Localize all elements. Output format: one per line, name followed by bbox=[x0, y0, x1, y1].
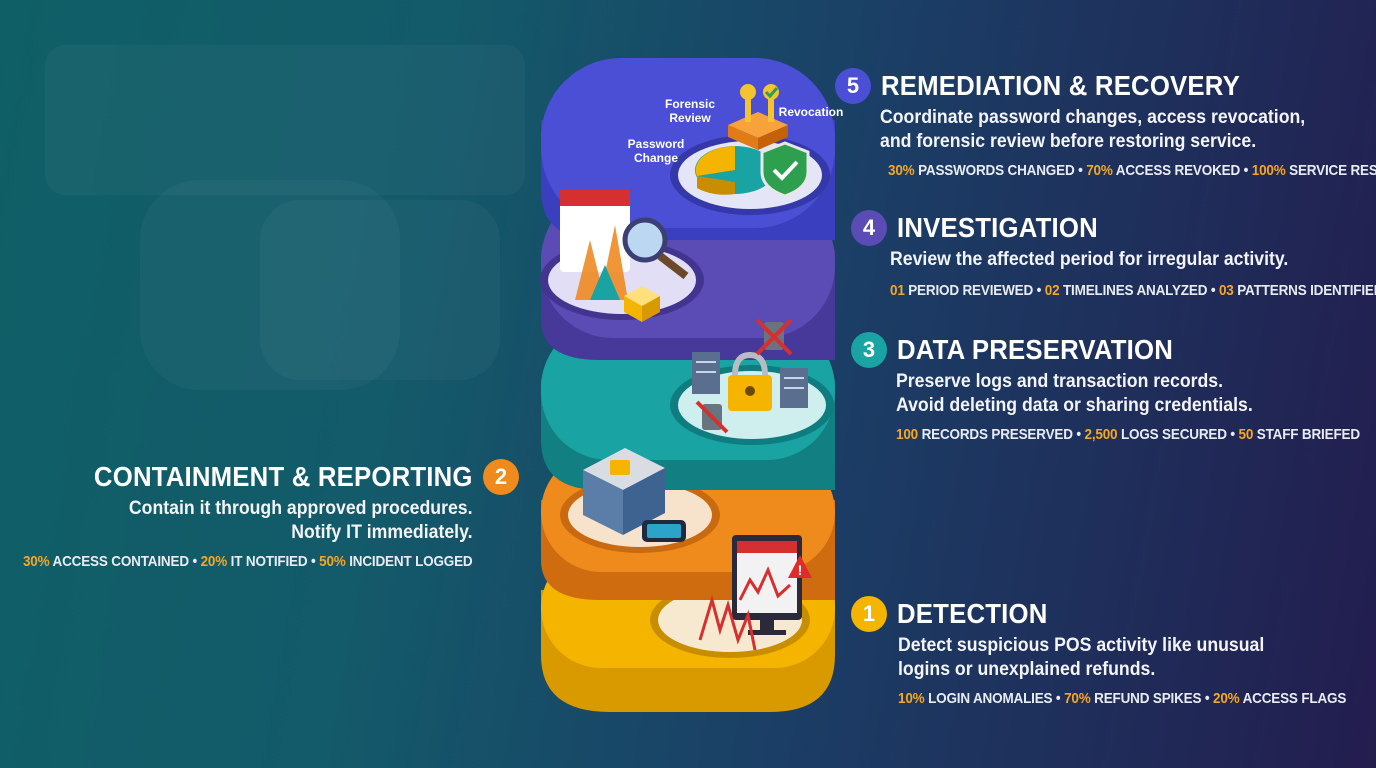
stat-value: 70% bbox=[1064, 690, 1091, 707]
step-description-line: Coordinate password changes, access revo… bbox=[880, 107, 1306, 128]
stat-separator: • bbox=[307, 553, 320, 570]
stat-value: 20% bbox=[201, 553, 228, 570]
stat-value: 30% bbox=[888, 162, 915, 179]
magnifier-icon bbox=[622, 217, 689, 280]
cube-icon bbox=[624, 286, 660, 322]
stat-separator: • bbox=[189, 553, 202, 570]
alert-monitor-icon: ! bbox=[698, 535, 812, 651]
step-description: Detect suspicious POS activity like unus… bbox=[898, 634, 1361, 682]
no-delete-trash-icon bbox=[695, 318, 793, 434]
step-data-preservation: 3 DATA PRESERVATION Preserve logs and tr… bbox=[851, 332, 1376, 443]
step-number-badge: 4 bbox=[851, 210, 887, 246]
step-description: Coordinate password changes, access revo… bbox=[880, 106, 1376, 154]
stat-label: STAFF BRIEFED bbox=[1253, 426, 1360, 443]
locked-server-icon bbox=[583, 448, 686, 542]
stat-label: REFUND SPIKES bbox=[1090, 690, 1202, 707]
stat-separator: • bbox=[1072, 426, 1085, 443]
step-description-line: Preserve logs and transaction records. bbox=[896, 371, 1224, 392]
stat-label: ACCESS REVOKED bbox=[1112, 162, 1241, 179]
padlock-icon bbox=[728, 351, 772, 411]
step-description: Contain it through approved procedures. … bbox=[8, 497, 473, 545]
stat-separator: • bbox=[1226, 426, 1239, 443]
step-description-line: Avoid deleting data or sharing credentia… bbox=[896, 395, 1253, 416]
stat-label: LOGIN ANOMALIES bbox=[924, 690, 1053, 707]
pie-chart-icon bbox=[695, 146, 775, 195]
stat-value: 10% bbox=[898, 690, 925, 707]
stat-value: 70% bbox=[1086, 162, 1113, 179]
step-containment: CONTAINMENT & REPORTING 2 Contain it thr… bbox=[0, 459, 519, 570]
step-description-line: Notify IT immediately. bbox=[291, 522, 473, 543]
step-stats: 01 PERIOD REVIEWED • 02 TIMELINES ANALYZ… bbox=[890, 282, 1376, 299]
stat-label: ACCESS CONTAINED bbox=[49, 553, 190, 570]
step-description-line: Contain it through approved procedures. bbox=[129, 498, 473, 519]
step-description-line: and forensic review before restoring ser… bbox=[880, 131, 1257, 152]
stat-separator: • bbox=[1240, 162, 1252, 179]
stat-label: PERIOD REVIEWED bbox=[904, 282, 1034, 299]
stat-label: PATTERNS IDENTIFIED bbox=[1233, 282, 1376, 299]
stat-value: 01 bbox=[890, 282, 905, 299]
stat-value: 100% bbox=[1251, 162, 1286, 179]
stat-value: 50 bbox=[1238, 426, 1254, 443]
step-title: CONTAINMENT & REPORTING bbox=[93, 461, 473, 492]
stat-separator: • bbox=[1201, 690, 1214, 707]
step-number-badge: 3 bbox=[851, 332, 887, 368]
step-stats: 30% ACCESS CONTAINED • 20% IT NOTIFIED •… bbox=[23, 553, 473, 570]
step-number-badge: 5 bbox=[835, 68, 871, 104]
stat-value: 50% bbox=[319, 553, 347, 570]
key-icon bbox=[740, 84, 779, 122]
step-title: INVESTIGATION bbox=[897, 212, 1099, 243]
stat-label: PASSWORDS CHANGED bbox=[914, 162, 1075, 179]
stat-value: 100 bbox=[896, 426, 918, 443]
step-description-line: Review the affected period for irregular… bbox=[890, 249, 1289, 270]
stat-label: INCIDENT LOGGED bbox=[346, 553, 474, 570]
stat-label: LOGS SECURED bbox=[1117, 426, 1227, 443]
stat-separator: • bbox=[1074, 162, 1087, 179]
stat-label: ACCESS FLAGS bbox=[1239, 690, 1347, 707]
step-stats: 30% PASSWORDS CHANGED • 70% ACCESS REVOK… bbox=[888, 162, 1376, 179]
stat-label: SERVICE RESTORED bbox=[1289, 162, 1376, 179]
step-stats: 10% LOGIN ANOMALIES • 70% REFUND SPIKES … bbox=[898, 690, 1346, 707]
stat-label: RECORDS PRESERVED bbox=[917, 426, 1073, 443]
svg-text:!: ! bbox=[798, 562, 803, 578]
step-number-badge: 1 bbox=[851, 596, 887, 632]
stat-separator: • bbox=[1052, 690, 1065, 707]
stat-value: 02 bbox=[1044, 282, 1060, 299]
step-investigation: 4 INVESTIGATION Review the affected peri… bbox=[851, 210, 1376, 299]
stat-value: 30% bbox=[23, 553, 50, 570]
stat-label: IT NOTIFIED bbox=[227, 553, 308, 570]
step-detection: 1 DETECTION Detect suspicious POS activi… bbox=[851, 596, 1376, 707]
step-title: REMEDIATION & RECOVERY bbox=[881, 70, 1241, 101]
step-description-line: Detect suspicious POS activity like unus… bbox=[898, 635, 1265, 656]
stat-separator: • bbox=[1033, 282, 1045, 299]
stat-value: 03 bbox=[1218, 282, 1234, 299]
step-description: Review the affected period for irregular… bbox=[890, 248, 1376, 272]
forensic-review-label: Forensic Review bbox=[664, 97, 715, 125]
password-change-label: Password Change bbox=[627, 137, 685, 165]
step-number-badge: 2 bbox=[483, 459, 519, 495]
stat-separator: • bbox=[1207, 282, 1219, 299]
server-rack-icon bbox=[692, 352, 808, 408]
step-description-line: logins or unexplained refunds. bbox=[898, 659, 1156, 680]
step-title: DETECTION bbox=[897, 598, 1048, 629]
shield-check-icon bbox=[760, 141, 810, 198]
stat-value: 20% bbox=[1213, 690, 1240, 707]
step-remediation: 5 REMEDIATION & RECOVERY Coordinate pass… bbox=[835, 68, 1376, 179]
stat-value: 2,500 bbox=[1084, 426, 1118, 443]
stat-label: TIMELINES ANALYZED bbox=[1059, 282, 1208, 299]
calendar-chart-icon bbox=[560, 190, 630, 300]
step-description: Preserve logs and transaction records. A… bbox=[896, 370, 1375, 418]
step-title: DATA PRESERVATION bbox=[897, 334, 1174, 365]
revocation-label: Revocation bbox=[778, 105, 844, 119]
step-stats: 100 RECORDS PRESERVED • 2,500 LOGS SECUR… bbox=[896, 426, 1360, 443]
